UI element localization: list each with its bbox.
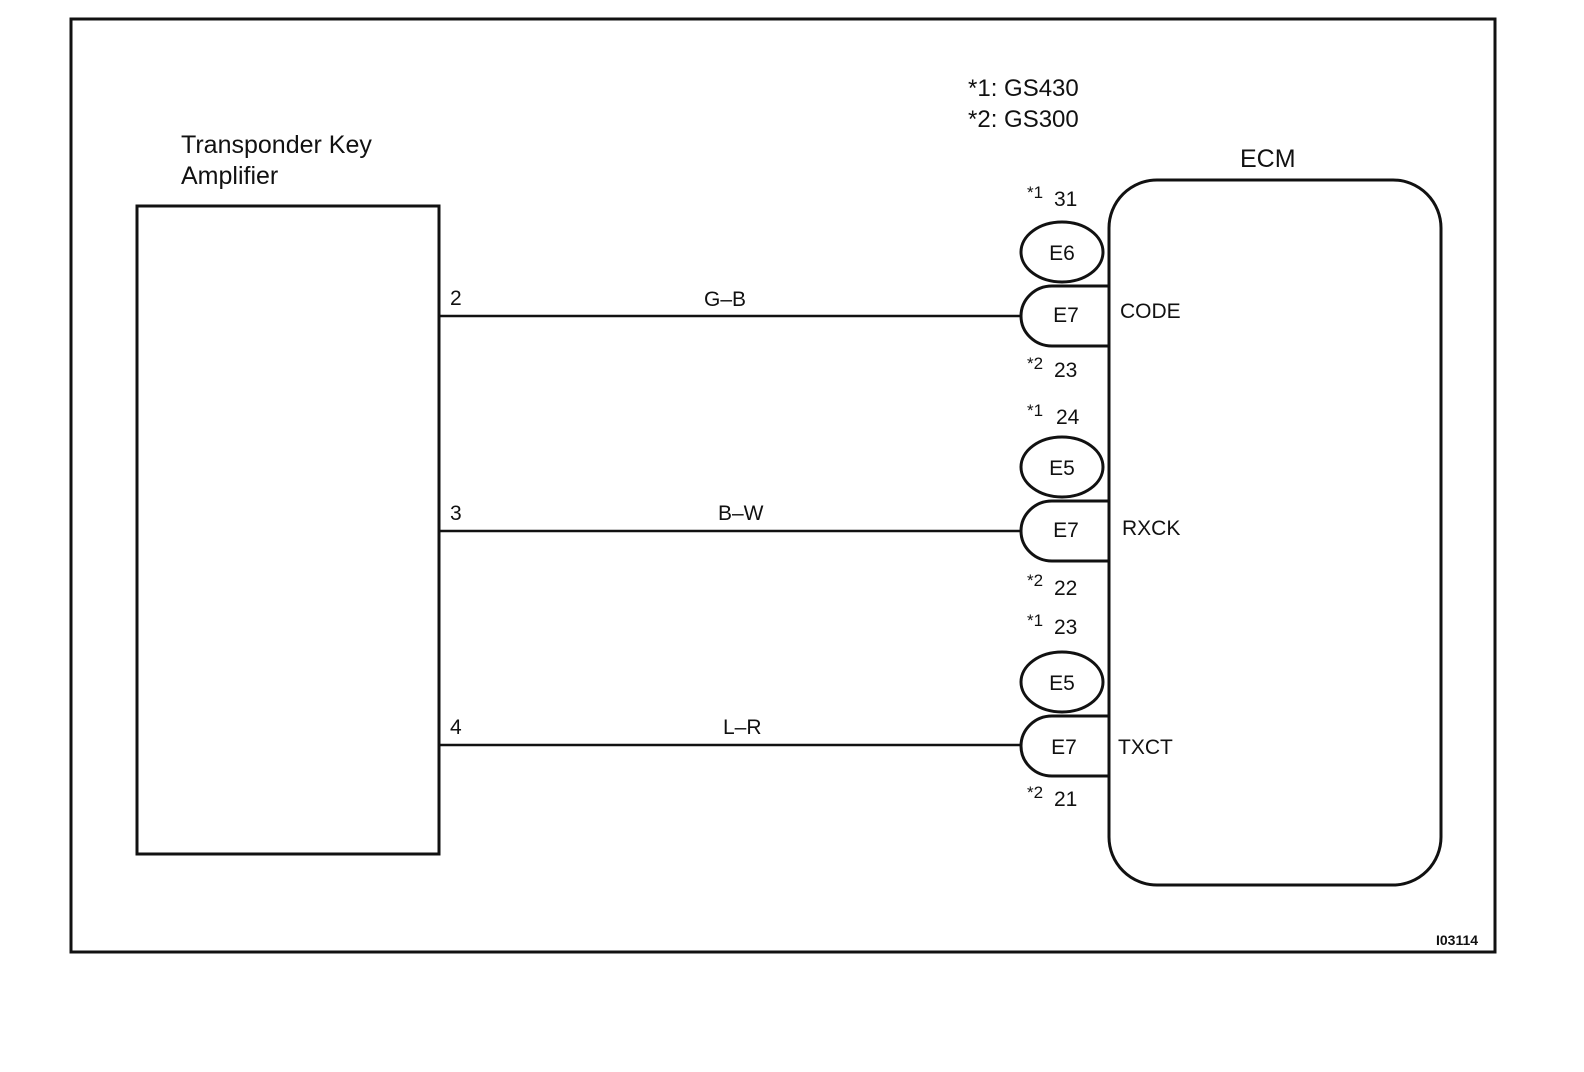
ecm-box [1107, 178, 1443, 887]
lower-mark: *2 [1027, 354, 1043, 373]
connector-lower [1019, 499, 1109, 563]
connector-upper [1019, 435, 1105, 499]
circuit-rxck: 3 B–W *1 24 E5 E7 *2 22 RXCK [439, 401, 1180, 600]
connector-upper-label: E5 [1049, 672, 1075, 695]
diagram-frame [69, 17, 1497, 954]
amplifier-pin: 3 [450, 502, 462, 525]
connector-upper [1019, 650, 1105, 714]
upper-pin-number: 23 [1054, 616, 1077, 639]
connector-lower-label: E7 [1053, 304, 1079, 327]
amplifier-pin: 4 [450, 716, 462, 739]
connector-upper-label: E6 [1049, 242, 1075, 265]
connector-lower [1019, 284, 1109, 348]
upper-mark: *1 [1027, 611, 1043, 630]
lower-mark: *2 [1027, 783, 1043, 802]
connector-lower-label: E7 [1051, 736, 1077, 759]
amplifier-label-line1: Transponder Key [181, 131, 372, 159]
circuit-txct: 4 L–R *1 23 E5 E7 *2 21 TXCT [439, 611, 1173, 811]
lower-pin-number: 21 [1054, 788, 1077, 811]
wire-color-label: B–W [718, 502, 764, 525]
lower-mark: *2 [1027, 571, 1043, 590]
lower-pin-number: 23 [1054, 359, 1077, 382]
ecm-signal-label: CODE [1120, 300, 1181, 323]
legend-note-gs300: *2: GS300 [968, 106, 1079, 133]
wire-color-label: L–R [723, 716, 762, 739]
wire-color-label: G–B [704, 288, 746, 311]
upper-mark: *1 [1027, 401, 1043, 420]
legend-note-gs430: *1: GS430 [968, 75, 1079, 102]
connector-lower [1019, 714, 1109, 778]
amplifier-pin: 2 [450, 287, 462, 310]
connector-lower-label: E7 [1053, 519, 1079, 542]
transponder-key-amplifier-box [135, 204, 441, 856]
amplifier-label-line2: Amplifier [181, 162, 278, 190]
connector-upper-label: E5 [1049, 457, 1075, 480]
figure-code: I03114 [1436, 932, 1478, 948]
circuit-code: 2 G–B *1 31 E6 E7 *2 23 CODE [439, 183, 1181, 382]
ecm-signal-label: TXCT [1118, 736, 1173, 759]
ecm-label: ECM [1240, 145, 1296, 173]
upper-pin-number: 31 [1054, 188, 1077, 211]
upper-pin-number: 24 [1056, 406, 1080, 429]
ecm-signal-label: RXCK [1122, 517, 1180, 540]
lower-pin-number: 22 [1054, 577, 1077, 600]
connector-upper [1019, 220, 1105, 284]
upper-mark: *1 [1027, 183, 1043, 202]
